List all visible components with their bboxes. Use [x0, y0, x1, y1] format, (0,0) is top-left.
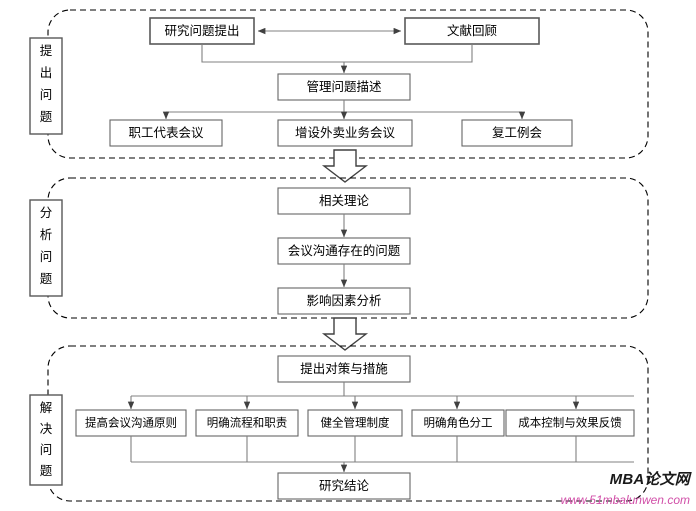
phase-label-solve-c2: 问 [40, 443, 53, 457]
node-conclusion-label: 研究结论 [319, 478, 370, 493]
phase-label-raise-c2: 问 [40, 88, 53, 102]
node-takeout-meeting-label: 增设外卖业务会议 [295, 125, 396, 140]
node-mgmt-system-label: 健全管理制度 [321, 416, 390, 430]
node-countermeasures-label: 提出对策与措施 [300, 361, 388, 376]
node-principle-label: 提高会议沟通原则 [85, 416, 177, 430]
node-problem-statement-label: 管理问题描述 [306, 79, 382, 94]
node-comm-problems [277, 237, 411, 265]
node-mgmt-system [307, 409, 403, 437]
node-staff-meeting [109, 119, 223, 147]
node-cost-feedback-label: 成本控制与效果反馈 [518, 416, 622, 430]
node-principle [75, 409, 187, 437]
phase-label-analyze-c3: 题 [40, 272, 53, 286]
phase-label-analyze-c1: 析 [40, 228, 53, 242]
phase-label-raise-c0: 提 [40, 43, 53, 58]
node-resume-meeting-label: 复工例会 [492, 126, 543, 140]
node-conclusion [277, 472, 411, 500]
node-cost-feedback [505, 409, 635, 437]
phase-box-analyze [29, 199, 63, 297]
node-comm-problems-label: 会议沟通存在的问题 [288, 243, 401, 258]
connector-converge-strategies [130, 436, 634, 463]
phase-label-raise-c3: 题 [40, 110, 53, 124]
phase-label-solve-c1: 决 [40, 422, 53, 436]
node-role-division-label: 明确角色分工 [424, 416, 493, 430]
phase-box-raise [29, 37, 63, 135]
node-related-theory [277, 187, 411, 215]
phase-label-analyze-c0: 分 [40, 206, 53, 220]
phase-transition-arrow-1 [321, 149, 369, 183]
node-factor-analysis-label: 影响因素分析 [306, 293, 381, 308]
node-staff-meeting-label: 职工代表会议 [128, 126, 204, 140]
node-factor-analysis [277, 287, 411, 315]
connector-fan-strategies [131, 382, 634, 397]
phase-box-solve [29, 394, 63, 486]
node-takeout-meeting [277, 119, 413, 147]
node-related-theory-label: 相关理论 [319, 194, 370, 208]
connector-bus-to-statement [201, 44, 473, 63]
phase-transition-arrow-2 [321, 317, 369, 351]
phase-label-analyze-c2: 问 [40, 250, 53, 264]
node-process-duty-label: 明确流程和职责 [207, 416, 288, 430]
node-countermeasures [277, 355, 411, 383]
node-problem-statement [277, 73, 411, 101]
phase-label-solve-c3: 题 [40, 464, 53, 478]
watermark-brand: MBA论文网 [609, 471, 690, 488]
phase-label-raise-c1: 出 [40, 66, 53, 80]
node-research-question-label: 研究问题提出 [164, 23, 239, 38]
node-process-duty [195, 409, 299, 437]
node-resume-meeting [461, 119, 573, 147]
node-role-division [411, 409, 505, 437]
node-research-question [149, 17, 255, 45]
phase-label-solve-c0: 解 [40, 401, 53, 415]
node-literature-review-label: 文献回顾 [447, 23, 497, 38]
watermark-url: www.51mbalunwen.com [560, 493, 690, 507]
